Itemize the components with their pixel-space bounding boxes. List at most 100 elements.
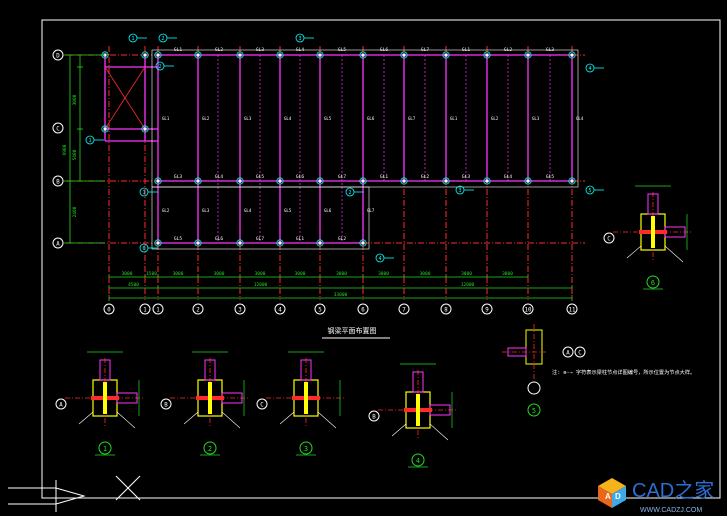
- svg-text:A: A: [605, 492, 611, 501]
- beam-label-top-6: GL7: [421, 47, 429, 53]
- dim-row-1-text-3: 3000: [214, 271, 225, 277]
- beam-label-v-7: GL1: [450, 116, 458, 121]
- beam-label-v-5: GL6: [367, 116, 375, 121]
- beam-label-top-4: GL5: [338, 47, 346, 53]
- beam-label-v-6: GL7: [408, 116, 416, 121]
- lower-outline: [151, 186, 370, 250]
- col-axis-bubble-4: [274, 303, 286, 315]
- dim-row-1-text-2: 3000: [173, 271, 184, 277]
- beam-label-v2-0: GL2: [162, 208, 170, 213]
- detail-no: 4: [416, 457, 420, 465]
- dim-left-2: 2400: [72, 206, 78, 217]
- detail-axis-bubble: [256, 398, 268, 410]
- joint-detail-3: C3: [256, 351, 346, 456]
- detail-leader-2: [391, 423, 407, 437]
- column-core-27: [570, 179, 574, 183]
- column-13: [316, 177, 324, 185]
- col-axis-bubble-8-label: 8: [444, 307, 448, 313]
- detail-axis-bubble: [368, 410, 380, 422]
- column-6: [236, 51, 244, 59]
- detail-axis-bubble-label: A: [59, 402, 63, 408]
- dim-left-3: 5400: [72, 149, 78, 160]
- column-core-3: [196, 53, 200, 57]
- beam-label-mid-7: GL3: [462, 174, 470, 180]
- column-3: [194, 51, 202, 59]
- beam-label-bot-2: GL7: [256, 236, 264, 242]
- beam-label-top-1: GL2: [215, 47, 223, 53]
- detail5-axis-bubble-C: [574, 346, 586, 358]
- dim-row-1-text-0: 3000: [122, 271, 133, 277]
- column-core-8: [238, 241, 242, 245]
- beam-label-v-9: GL3: [532, 116, 540, 121]
- column-core-0: [156, 53, 160, 57]
- beam-label-mid-2: GL5: [256, 174, 264, 180]
- axis-grid: [66, 46, 585, 300]
- beam-label-bot-3: GL1: [296, 236, 304, 242]
- beam-label-top-9: GL3: [546, 47, 554, 53]
- column-core-25: [526, 179, 530, 183]
- beam-label-mid-4: GL7: [338, 174, 346, 180]
- joint-tag-no-10: 1: [88, 138, 91, 144]
- column-4: [194, 177, 202, 185]
- column-core-23: [485, 179, 489, 183]
- row-axis-bubble-D-label: D: [56, 53, 60, 59]
- column-29: [141, 51, 149, 59]
- detail-no: 2: [208, 445, 212, 453]
- joint-tag-no-9: 4: [378, 256, 381, 262]
- detail-beam-top: [300, 359, 312, 381]
- column-core-14: [318, 241, 322, 245]
- cube-logo-icon: A D: [598, 478, 626, 508]
- joint-tag-no-8: 6: [142, 246, 145, 252]
- beam-label-mid-5: GL1: [380, 174, 388, 180]
- detail-axis-bubble: [55, 398, 67, 410]
- beam-label-v-8: GL2: [491, 116, 499, 121]
- brace-2: [104, 66, 146, 130]
- col-axis-bubble-2: [192, 303, 204, 315]
- joint-tag-no-11: 2: [158, 64, 161, 70]
- column-5: [194, 239, 202, 247]
- watermark-url: WWW.CADZJ.COM: [640, 507, 702, 514]
- detail-leader: [116, 411, 136, 429]
- row-axis-bubble-A-label: A: [56, 241, 60, 247]
- column-core-20: [444, 53, 448, 57]
- column-10: [276, 177, 284, 185]
- beam-label-top-2: GL3: [256, 47, 264, 53]
- beam-label-v2-5: GL7: [367, 208, 375, 213]
- column-9: [276, 51, 284, 59]
- detail-axis-bubble-label: B: [164, 402, 168, 408]
- detail-stiffener: [416, 394, 420, 426]
- beam-label-mid-8: GL4: [504, 174, 512, 180]
- beam-label-top-3: GL4: [296, 47, 304, 53]
- column-2: [154, 239, 162, 247]
- row-axis-bubble-B-label: B: [56, 179, 60, 185]
- beam-label-top-5: GL6: [380, 47, 388, 53]
- detail-beam-top: [412, 371, 424, 393]
- col-axis-bubble-2-label: 2: [196, 307, 199, 313]
- beam-label-top-0: GL1: [174, 47, 182, 53]
- detail-axis-bubble-label: B: [372, 414, 376, 420]
- joint-tag-no-1: 2: [161, 36, 164, 42]
- column-core-2: [156, 241, 160, 245]
- beam-label-v-10: GL4: [576, 116, 584, 121]
- plan-title: 钢梁平面布置图: [328, 326, 377, 335]
- joint-tag-no-3: 4: [588, 66, 591, 72]
- beam-label-bot-1: GL6: [215, 236, 223, 242]
- beam-label-v-2: GL3: [244, 116, 252, 121]
- watermark-brand: CAD之家: [632, 479, 714, 502]
- column-30: [101, 125, 109, 133]
- column-core-29: [143, 53, 147, 57]
- beam-label-mid-3: GL6: [296, 174, 304, 180]
- col-axis-bubble-10: [522, 303, 534, 315]
- joint-detail-6: C6: [603, 185, 693, 290]
- dim-row-1-text-8: 3000: [420, 271, 431, 277]
- detail5-no: 5: [532, 407, 536, 415]
- dim-row-1-text-6: 3000: [336, 271, 347, 277]
- detail-stiffener: [304, 382, 308, 414]
- beam-label-mid-0: GL3: [174, 174, 182, 180]
- column-core-7: [238, 179, 242, 183]
- column-12: [316, 51, 324, 59]
- column-core-16: [361, 179, 365, 183]
- beam-label-v-3: GL4: [284, 116, 292, 121]
